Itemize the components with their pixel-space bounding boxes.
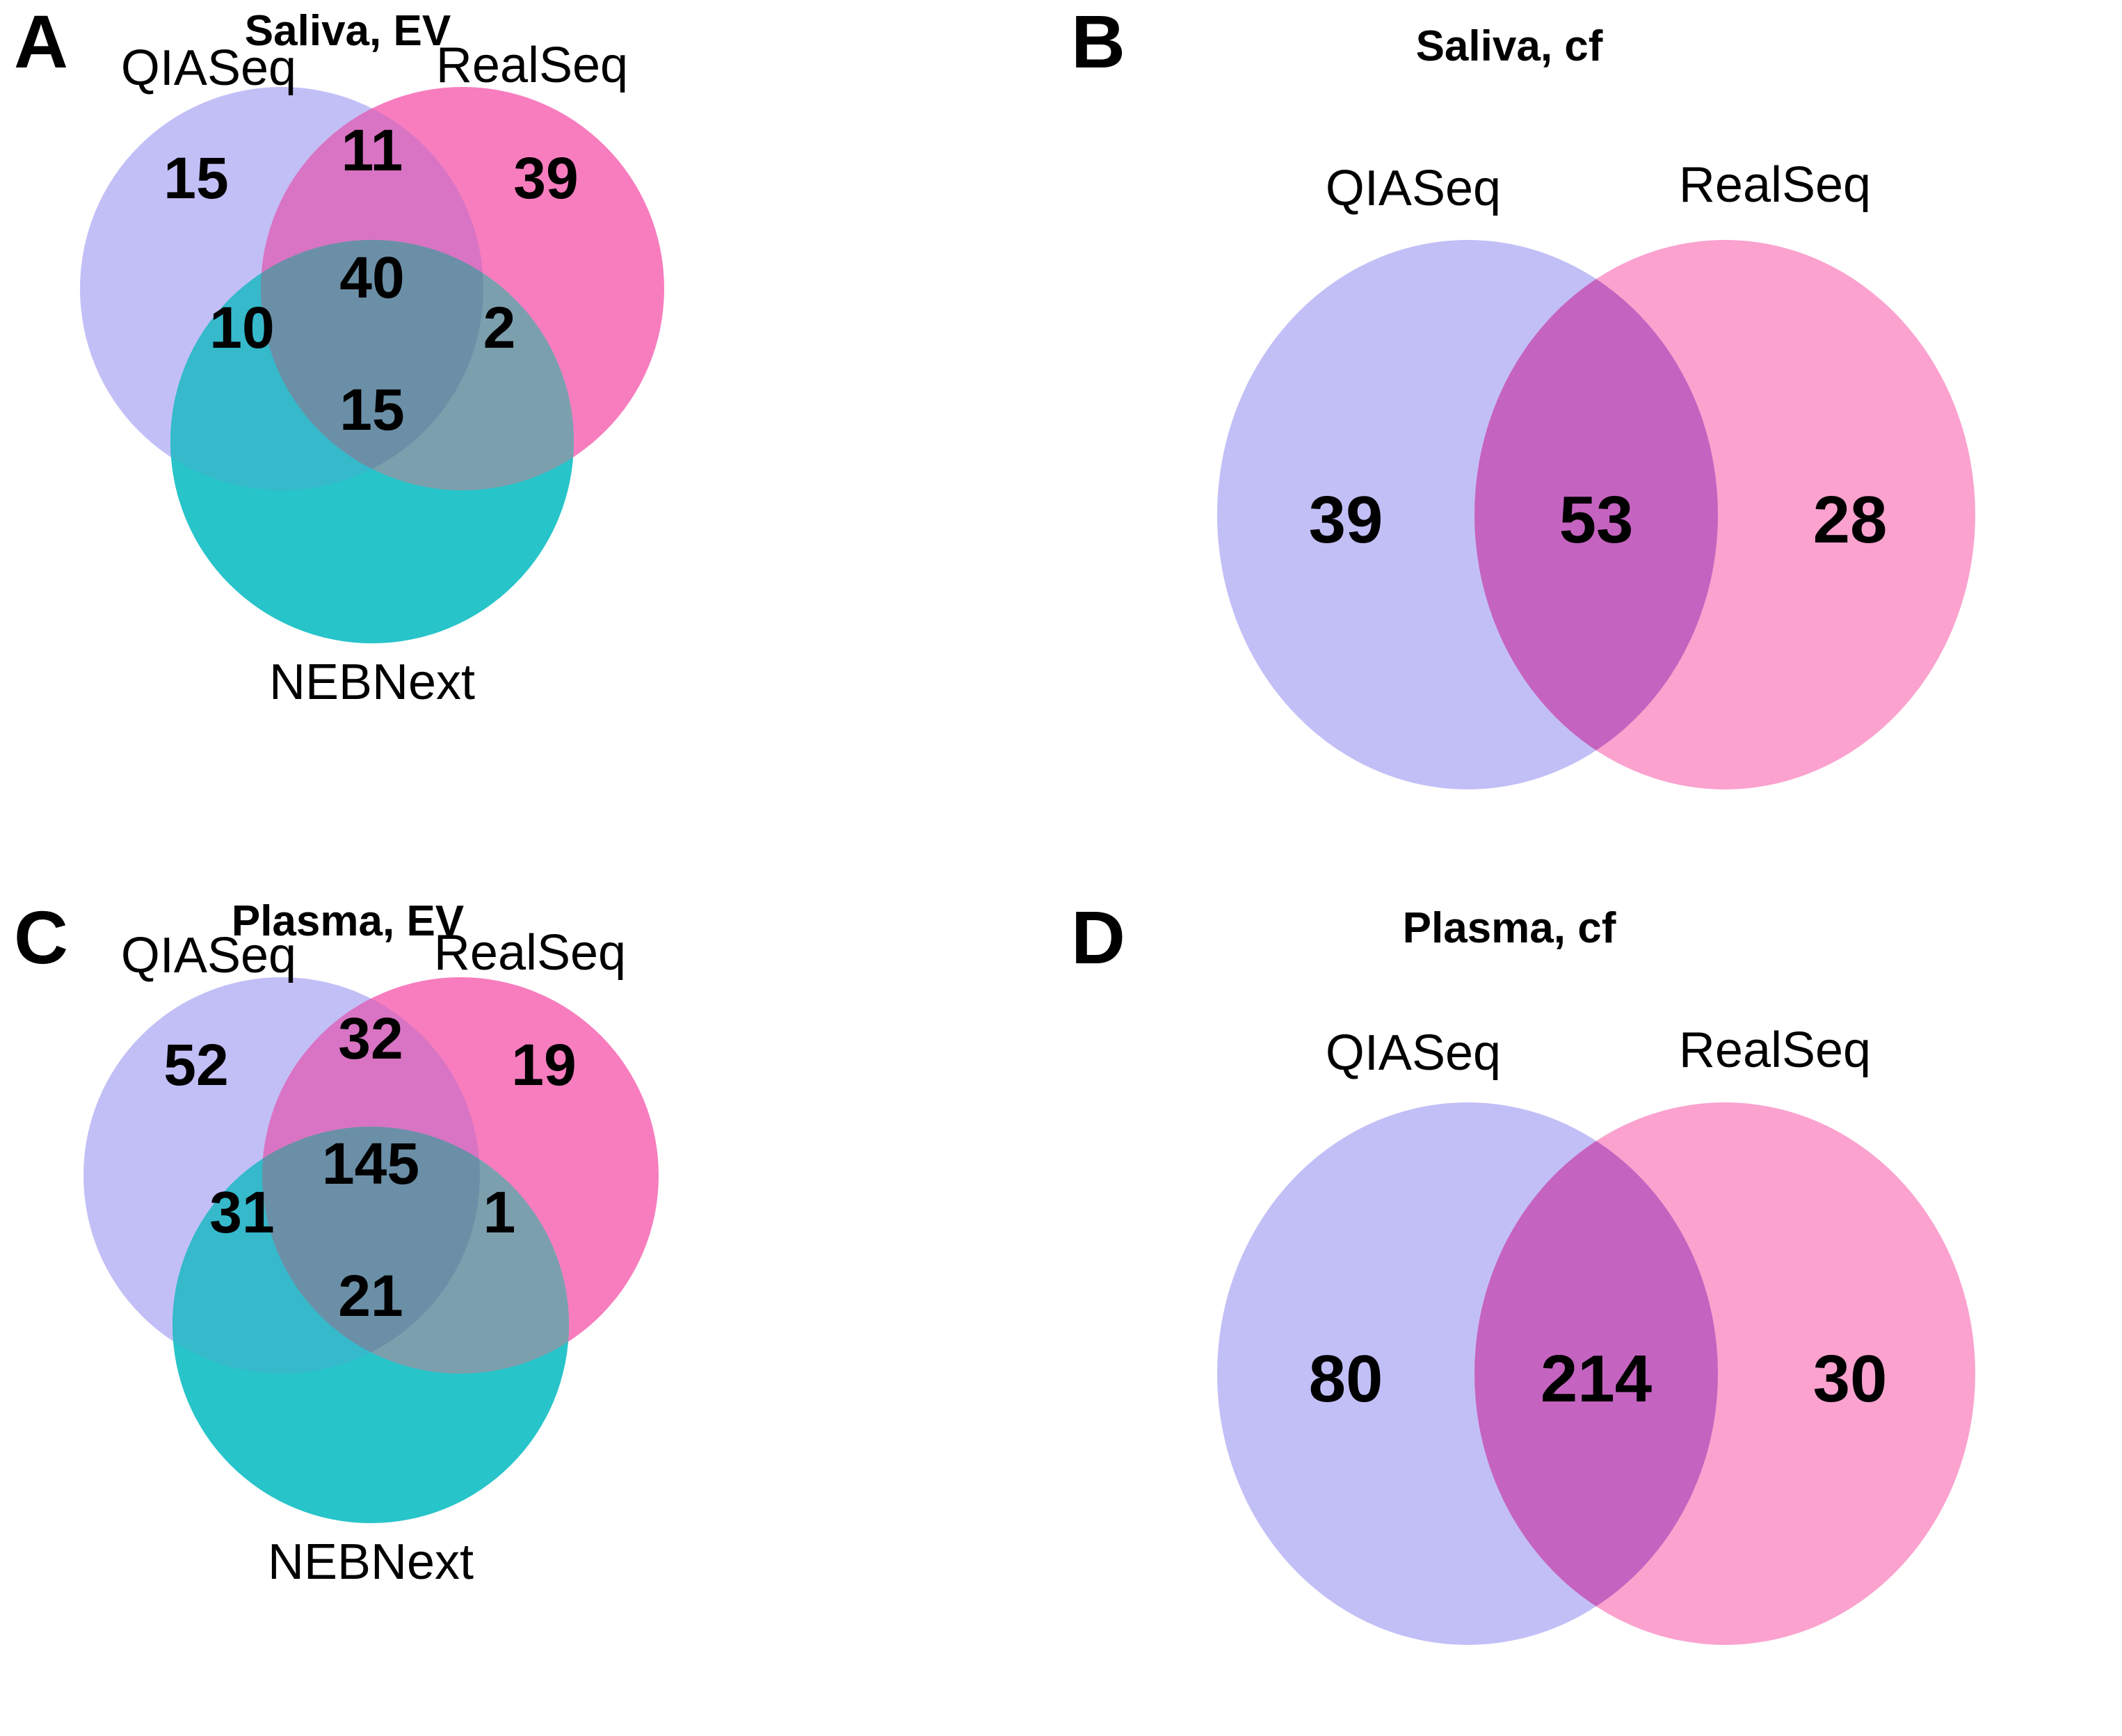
count-realseq-only-b: 28 [1813,483,1888,557]
panel-letter-b: B [1071,0,1125,83]
set-label-realseq-a: RealSeq [436,42,628,93]
venn-diagram-c: QIASeq RealSeq NEBNext 52 19 32 145 31 1… [83,932,659,1590]
panel-title-b: Saliva, cf [1415,22,1603,70]
panel-title-d: Plasma, cf [1402,904,1616,952]
set-label-qiaseq-c: QIASeq [121,932,296,983]
count-realseq-only-d: 30 [1813,1342,1888,1416]
count-qiaseq-only-c: 52 [163,1032,228,1098]
panel-title-c: Plasma, EV [231,897,465,945]
set-label-realseq-d: RealSeq [1679,1022,1871,1078]
panel-title-a: Saliva, EV [244,7,451,55]
count-realseq-nebnext-a: 2 [483,295,516,360]
count-intersection-d: 214 [1541,1342,1652,1416]
set-label-realseq-c: RealSeq [434,932,626,981]
count-qiaseq-only-b: 39 [1309,483,1383,557]
count-qiaseq-only-a: 15 [163,145,228,211]
count-realseq-nebnext-c: 1 [483,1180,516,1245]
count-realseq-only-a: 39 [513,145,578,211]
venn-diagram-a: QIASeq RealSeq NEBNext 15 39 11 40 10 2 … [80,42,664,710]
set-label-qiaseq-d: QIASeq [1326,1025,1501,1081]
count-qiaseq-nebnext-a: 10 [209,295,274,360]
count-nebnext-only-c: 21 [338,1263,403,1328]
panel-letter-c: C [14,895,68,979]
panel-c: C Plasma, EV [0,890,1057,1736]
venn-overlap-qiaseq-realseq-b [1474,240,1718,789]
venn-overlap-qiaseq-realseq-d [1474,1102,1718,1645]
count-qiaseq-realseq-a: 11 [341,118,403,183]
venn-diagram-b: QIASeq RealSeq 39 53 28 [1217,157,1975,789]
panel-b: B Saliva, cf QIASeq RealSeq 39 53 28 [1057,0,2122,890]
count-realseq-only-c: 19 [511,1032,576,1098]
set-label-nebnext-c: NEBNext [268,1534,474,1590]
count-qiaseq-nebnext-c: 31 [209,1180,274,1245]
count-all-three-a: 40 [339,245,404,310]
count-qiaseq-realseq-c: 32 [338,1006,403,1071]
set-label-nebnext-a: NEBNext [269,654,475,710]
panel-letter-a: A [14,0,68,83]
set-label-qiaseq-b: QIASeq [1326,161,1501,216]
set-label-qiaseq-a: QIASeq [121,42,296,96]
count-qiaseq-only-d: 80 [1309,1342,1383,1416]
panel-d: D Plasma, cf QIASeq RealSeq 80 214 30 [1057,890,2122,1736]
count-all-three-c: 145 [322,1131,419,1196]
venn-overlap-triple-a [261,240,483,490]
count-nebnext-only-a: 15 [339,377,404,442]
panel-letter-d: D [1071,895,1125,979]
count-intersection-b: 53 [1559,483,1634,557]
venn-diagram-d: QIASeq RealSeq 80 214 30 [1217,1022,1975,1645]
panel-a: A Saliva, EV [0,0,1057,890]
set-label-realseq-b: RealSeq [1679,157,1871,213]
venn-overlap-triple-c [262,1127,480,1374]
